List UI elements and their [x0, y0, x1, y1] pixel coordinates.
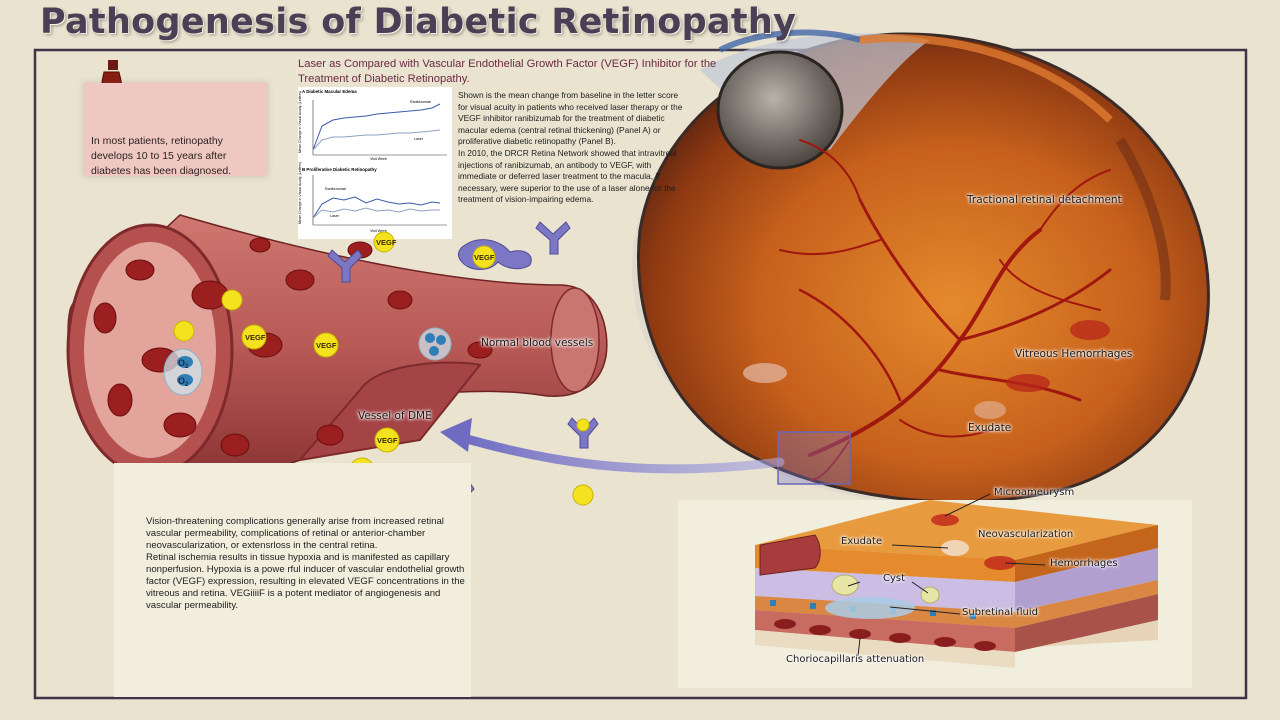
lens	[716, 50, 844, 170]
vegf-label-2: VEGF	[316, 341, 337, 350]
normal-vessels-label: Normal blood vessels	[481, 337, 594, 349]
retina-inset	[678, 493, 1192, 688]
cyst-label: Cyst	[883, 573, 906, 584]
svg-text:O2: O2	[178, 358, 189, 370]
eye-exudate-label: Exudate	[968, 422, 1012, 434]
panel-a-series-top: Ranibizumab	[410, 100, 431, 104]
zoom-arrow	[455, 432, 785, 474]
dme-vessel-label: Vessel of DME	[358, 410, 432, 422]
panel-b-series-top: Ranibizumab	[325, 187, 346, 191]
zoom-region	[777, 431, 851, 485]
panel-a-ylabel: Mean Change in Visual Acuity (Letters)	[298, 91, 302, 153]
sugar-note-text: In most patients, retinopathy develops 1…	[91, 135, 232, 177]
tractional-label: Tractional retinal detachment	[967, 194, 1122, 206]
arrow-head	[440, 418, 472, 452]
neovascularization-label: Neovascularization	[978, 529, 1074, 540]
vegf-label-6: VEGF	[474, 253, 495, 262]
panel-a-series-bottom: Laser	[414, 137, 424, 141]
complications-box	[114, 463, 471, 697]
oxygen-bubble-icon: O2 O2	[163, 327, 452, 396]
vitreous-label: Vitreous Hemorrhages	[1015, 348, 1133, 360]
complications-paragraph-2: Retinal ischemia results in tissue hypox…	[146, 552, 465, 611]
o2-label-top-sub: 2	[185, 364, 189, 370]
microaneurysm-label: Microameurysm	[994, 487, 1075, 498]
vegf-label-4: VEGF	[377, 436, 398, 445]
inset-leader-lines	[847, 493, 1046, 657]
figure-frame	[33, 48, 1248, 700]
study-graphs: A Diabetic Macular Edema Mean Change in …	[298, 87, 452, 239]
complications-paragraph-1: Vision-threatening complications general…	[146, 516, 444, 551]
panel-b-xlabel: Visit Week	[370, 229, 387, 233]
hemorrhages-label: Hemorrhages	[1050, 558, 1118, 569]
vegf-label-1: VEGF	[245, 333, 266, 342]
blood-cells	[93, 237, 493, 457]
page-title: Pathogenesis of Diabetic Retinopathy	[40, 2, 797, 42]
svg-text:O2: O2	[178, 376, 189, 388]
o2-label-top: O	[178, 358, 185, 368]
complications-text: Vision-threatening complications general…	[146, 516, 468, 612]
vegf-label-3: VEGF	[376, 238, 397, 247]
vegf-molecules: VEGF VEGF VEGF VEGF VEGF	[173, 231, 594, 506]
panel-a-xlabel: Visit Week	[370, 157, 387, 161]
study-paragraph-1: Shown is the mean change from baseline i…	[458, 90, 683, 147]
sugar-note-box	[84, 83, 267, 176]
study-paragraph-2: In 2010, the DRCR Retina Network showed …	[458, 147, 677, 205]
panel-b-title: B Proliferative Diabetic Retinopathy	[302, 167, 377, 172]
panel-b-ylabel: Mean Change in Visual Acuity (Letters)	[298, 162, 302, 224]
eye-cross-section	[632, 29, 1210, 504]
choriocapillaris-label: Choriocapillaris attenuation	[786, 654, 925, 665]
inset-exudate-label: Exudate	[841, 536, 883, 547]
study-description: Shown is the mean change from baseline i…	[458, 90, 690, 206]
study-title: Laser as Compared with Vascular Endothel…	[298, 58, 717, 85]
subretinal-fluid-label: Subretinal fluid	[962, 607, 1038, 618]
panel-b-series-bottom: Laser	[330, 214, 340, 218]
panel-a-title: A Diabetic Macular Edema	[302, 89, 357, 94]
retinal-vessels	[779, 139, 1112, 481]
o2-label-bottom-sub: 2	[185, 382, 189, 388]
o2-label-bottom: O	[178, 376, 185, 386]
